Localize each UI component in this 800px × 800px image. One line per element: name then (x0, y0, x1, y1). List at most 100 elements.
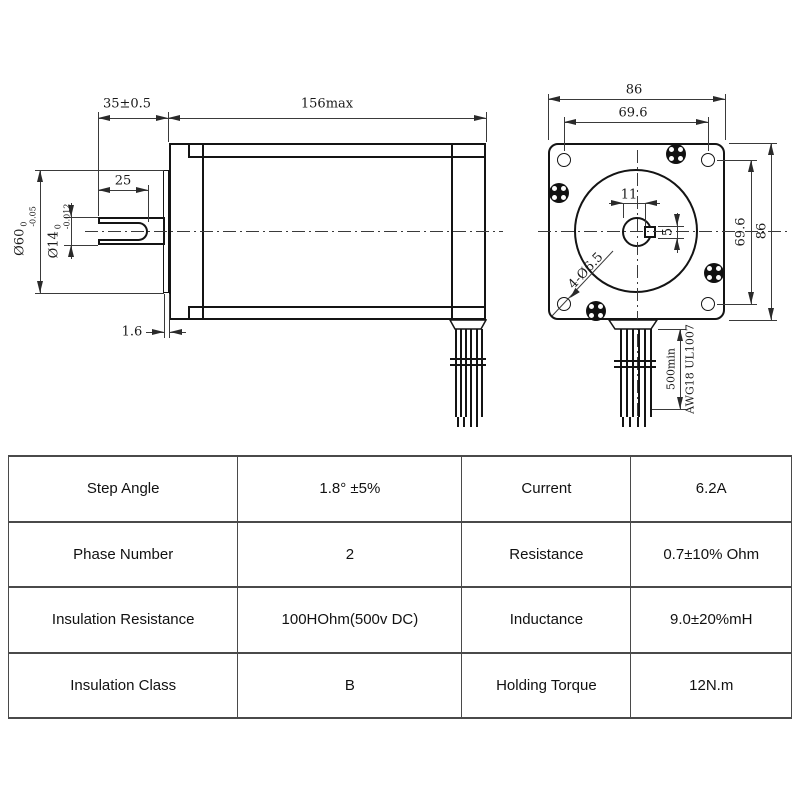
wire-end (470, 417, 472, 427)
keyway-front (644, 226, 656, 238)
arrowhead (768, 308, 774, 320)
dim-line-shaft-flat (609, 203, 660, 204)
spec-table: Step Angle 1.8° ±5% Current 6.2A Phase N… (7, 455, 792, 719)
wire-end (644, 417, 646, 427)
lead-spec-label: AWG18 UL1007 (683, 324, 697, 414)
spec-value: 2 (237, 520, 463, 588)
spec-label: Holding Torque (461, 651, 632, 719)
lead-wire (460, 329, 462, 417)
wire-tie (450, 358, 486, 360)
arrowhead (748, 160, 754, 172)
tolerance-upper: 0 (19, 221, 29, 227)
tolerance-upper: 0 (53, 224, 63, 230)
arrowhead (98, 115, 110, 121)
arrowhead (37, 170, 43, 182)
extension-line (564, 117, 565, 151)
table-row: Insulation Resistance 100HOhm(500v DC) I… (7, 586, 792, 654)
key-length-label: 25 (114, 173, 132, 189)
lead-wire (620, 329, 622, 417)
center-line-vertical (637, 150, 638, 424)
arrowhead (98, 187, 110, 193)
mounting-hole (701, 153, 715, 167)
lead-length-label: 500min (664, 347, 678, 391)
arrowhead (37, 281, 43, 293)
mounting-hole-leader (551, 250, 614, 317)
arrowhead (564, 119, 576, 125)
extension-line (164, 294, 165, 338)
spec-value: 1.8° ±5% (237, 455, 463, 523)
lead-wire (476, 329, 478, 417)
spec-label: Step Angle (7, 455, 239, 523)
table-row: Phase Number 2 Resistance 0.7±10% Ohm (7, 520, 792, 588)
extension-line (658, 329, 686, 330)
body-inset-bottom (188, 306, 485, 308)
wire-end (463, 417, 465, 427)
extension-line (35, 293, 164, 294)
spec-value: 12N.m (630, 651, 792, 719)
dim-line-key-length (98, 190, 148, 191)
arrowhead (152, 329, 164, 335)
dim-line-shaft-diameter (71, 203, 72, 259)
spec-value: B (237, 651, 463, 719)
key-width-label: 5 (660, 227, 676, 237)
lead-wire (650, 329, 652, 417)
extension-line (652, 409, 686, 410)
dim-line-lead-length (680, 329, 681, 409)
wire-end (637, 417, 639, 427)
arrowhead (168, 115, 180, 121)
arrowhead (68, 245, 74, 257)
shaft-flat-label: 11 (620, 187, 638, 203)
extension-line (148, 185, 149, 222)
mounting-hole (701, 297, 715, 311)
wire-tie (614, 360, 656, 362)
tolerance-lower: -0.05 (28, 206, 38, 227)
dim-line-key-width (677, 213, 678, 253)
center-line-side (85, 231, 503, 232)
extension-line (548, 94, 549, 140)
spec-label: Phase Number (7, 520, 239, 588)
mounting-hole (557, 153, 571, 167)
spec-value: 100HOhm(500v DC) (237, 586, 463, 654)
shaft-extension-label: 35±0.5 (102, 96, 152, 112)
hole-spacing-label: 69.6 (618, 105, 648, 121)
lead-wire (470, 329, 472, 417)
spec-label: Insulation Class (7, 651, 239, 719)
arrowhead (68, 205, 74, 217)
endcap-notch-top (188, 143, 190, 157)
dim-line-pilot-diameter (40, 170, 41, 293)
wire-tie (614, 366, 656, 368)
extension-line (725, 94, 726, 140)
body-length-label: 156max (300, 96, 354, 112)
dim-line-hole-spacing (564, 122, 708, 123)
arrowhead (677, 329, 683, 341)
assembly-screw (586, 301, 606, 321)
arrowhead (696, 119, 708, 125)
pilot-thickness-label: 1.6 (121, 324, 143, 340)
table-row: Step Angle 1.8° ±5% Current 6.2A (7, 455, 792, 523)
extension-line (35, 170, 164, 171)
arrowhead (674, 238, 680, 250)
arrowhead (474, 115, 486, 121)
extension-line (729, 320, 777, 321)
spec-value: 0.7±10% Ohm (630, 520, 792, 588)
dim-line-body-length (168, 118, 486, 119)
arrowhead (768, 143, 774, 155)
dim-line-shaft-extension (98, 118, 168, 119)
extension-line (169, 294, 170, 338)
arrowhead (713, 96, 725, 102)
dim-line-hole-spacing-v (751, 160, 752, 304)
assembly-screw (549, 183, 569, 203)
spec-label: Current (461, 455, 632, 523)
body-inset-top (188, 156, 485, 158)
table-row: Insulation Class B Holding Torque 12N.m (7, 651, 792, 719)
lead-wire (638, 329, 640, 417)
extension-line (645, 204, 646, 226)
extension-line (658, 238, 684, 239)
extension-line (623, 204, 624, 218)
hole-spacing-v-label: 69.6 (733, 217, 749, 247)
arrowhead (677, 397, 683, 409)
spec-label: Resistance (461, 520, 632, 588)
